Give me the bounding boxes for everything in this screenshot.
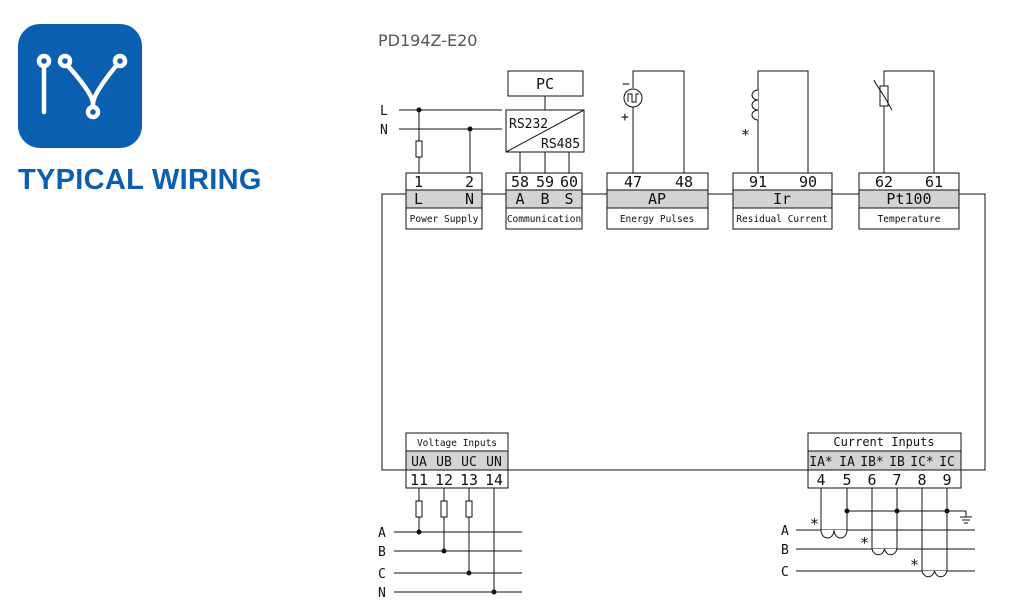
terminal-number: 91 xyxy=(749,173,767,191)
block-caption: Power Supply xyxy=(410,214,479,225)
terminal-number: 14 xyxy=(485,471,503,489)
supply-line-L: L xyxy=(380,104,388,119)
terminal-number: 60 xyxy=(560,173,578,191)
terminal-number: 11 xyxy=(410,471,428,489)
block-caption: Voltage Inputs xyxy=(417,438,497,449)
power-supply-block: L N 1 2 L N Power Supply xyxy=(380,104,502,230)
terminal-signal: Ir xyxy=(773,190,791,208)
current-transformer-icon xyxy=(871,548,898,556)
current-transformer-icon xyxy=(921,570,948,578)
phase-line-label: A xyxy=(781,524,789,539)
terminal-number: 90 xyxy=(799,173,817,191)
polarity-mark: * xyxy=(860,534,869,552)
current-transformer-icon xyxy=(820,529,848,539)
terminal-number: 1 xyxy=(414,173,423,191)
terminal-signal: S xyxy=(564,190,573,208)
supply-line-N: N xyxy=(380,123,388,138)
polarity-mark: * xyxy=(910,556,919,574)
terminal-number: 62 xyxy=(875,173,893,191)
residual-current-block: * 91 90 Ir Residual Current xyxy=(732,70,833,230)
terminal-signal: L xyxy=(414,190,423,208)
terminal-number: 7 xyxy=(892,471,901,489)
block-caption: Residual Current xyxy=(736,214,828,225)
fuse-icon xyxy=(465,500,473,518)
terminal-signal: IA* xyxy=(809,455,832,470)
phase-line-label: B xyxy=(378,545,386,560)
terminal-signal: UN xyxy=(486,455,502,470)
minus-sign: − xyxy=(622,77,630,92)
terminal-number: 2 xyxy=(465,173,474,191)
terminal-signal: B xyxy=(540,190,549,208)
terminal-number: 48 xyxy=(675,173,693,191)
terminal-number: 12 xyxy=(435,471,453,489)
phase-line-label: N xyxy=(378,586,386,601)
block-caption: Energy Pulses xyxy=(620,214,694,225)
terminal-signal: UA xyxy=(411,455,427,470)
terminal-signal: IB xyxy=(889,455,905,470)
communication-block: PC RS232 RS485 58 59 60 A B S Communicat… xyxy=(505,70,585,230)
fuse-icon xyxy=(415,500,423,518)
block-caption: Communication xyxy=(507,214,581,225)
device-outline xyxy=(381,193,986,471)
terminal-signal: UC xyxy=(461,455,477,470)
phase-line-label: C xyxy=(378,567,386,582)
terminal-signal: A xyxy=(515,190,524,208)
terminal-number: 4 xyxy=(816,471,825,489)
converter-top-label: RS232 xyxy=(509,117,548,132)
terminal-number: 59 xyxy=(536,173,554,191)
terminal-signal: Pt100 xyxy=(886,190,931,208)
section-title: TYPICAL WIRING xyxy=(18,164,262,196)
terminal-number: 8 xyxy=(917,471,926,489)
phase-line-label: A xyxy=(378,526,386,541)
current-inputs-block: Current Inputs IA* IA IB* IB IC* IC 4 5 … xyxy=(781,432,975,580)
polarity-mark: * xyxy=(741,126,750,144)
residual-ct-icon xyxy=(751,89,759,121)
block-caption: Current Inputs xyxy=(833,435,934,449)
polarity-mark: * xyxy=(810,515,819,533)
terminal-signal: IA xyxy=(839,455,855,470)
terminal-number: 61 xyxy=(925,173,943,191)
terminal-signal: UB xyxy=(436,455,452,470)
plus-sign: + xyxy=(621,110,629,125)
terminal-signal: AP xyxy=(648,190,666,208)
terminal-signal: N xyxy=(465,190,474,208)
wiring-logo-icon xyxy=(18,24,142,148)
ground-icon xyxy=(960,511,972,524)
temperature-block: 62 61 Pt100 Temperature xyxy=(858,70,960,230)
voltage-inputs-block: Voltage Inputs UA UB UC UN 11 12 13 14 A… xyxy=(378,432,522,601)
fuse-icon xyxy=(415,140,423,158)
phase-line-label: C xyxy=(781,565,789,580)
terminal-signal: IB* xyxy=(860,455,883,470)
energy-pulses-block: − + 47 48 AP Energy Pulses xyxy=(606,70,709,230)
terminal-number: 6 xyxy=(867,471,876,489)
model-label: PD194Z-E20 xyxy=(378,31,477,50)
pc-label: PC xyxy=(536,75,554,93)
terminal-number: 47 xyxy=(624,173,642,191)
terminal-signal: IC* xyxy=(910,455,933,470)
converter-bottom-label: RS485 xyxy=(541,137,580,152)
phase-line-label: B xyxy=(781,543,789,558)
block-caption: Temperature xyxy=(878,214,941,225)
terminal-number: 13 xyxy=(460,471,478,489)
terminal-number: 5 xyxy=(842,471,851,489)
terminal-signal: IC xyxy=(939,455,955,470)
terminal-number: 58 xyxy=(511,173,529,191)
pc-box xyxy=(507,70,584,97)
fuse-icon xyxy=(440,500,448,518)
terminal-number: 9 xyxy=(942,471,951,489)
